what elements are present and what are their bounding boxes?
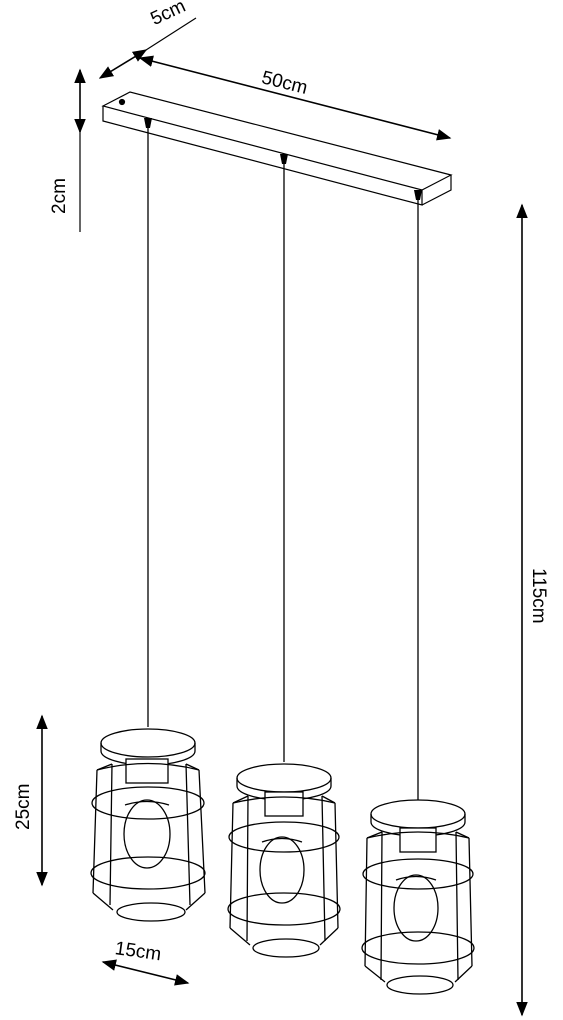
- width-dimension-line: [138, 55, 452, 141]
- total-height-label: 115cm: [528, 568, 549, 624]
- ceiling-canopy: [101, 91, 453, 206]
- depth-label-leader: [145, 17, 197, 51]
- shade-diameter-dimension-line: [101, 959, 190, 986]
- shade-middle: [227, 763, 341, 958]
- shade-height-label: 25cm: [13, 783, 34, 830]
- shade-left: [90, 728, 206, 922]
- shade-right: [361, 799, 475, 995]
- canopy-height-label: 2cm: [49, 178, 70, 214]
- suspension-cables: [147, 124, 419, 800]
- depth-dimension-line: [98, 49, 148, 79]
- dimension-lines: [36, 17, 528, 1017]
